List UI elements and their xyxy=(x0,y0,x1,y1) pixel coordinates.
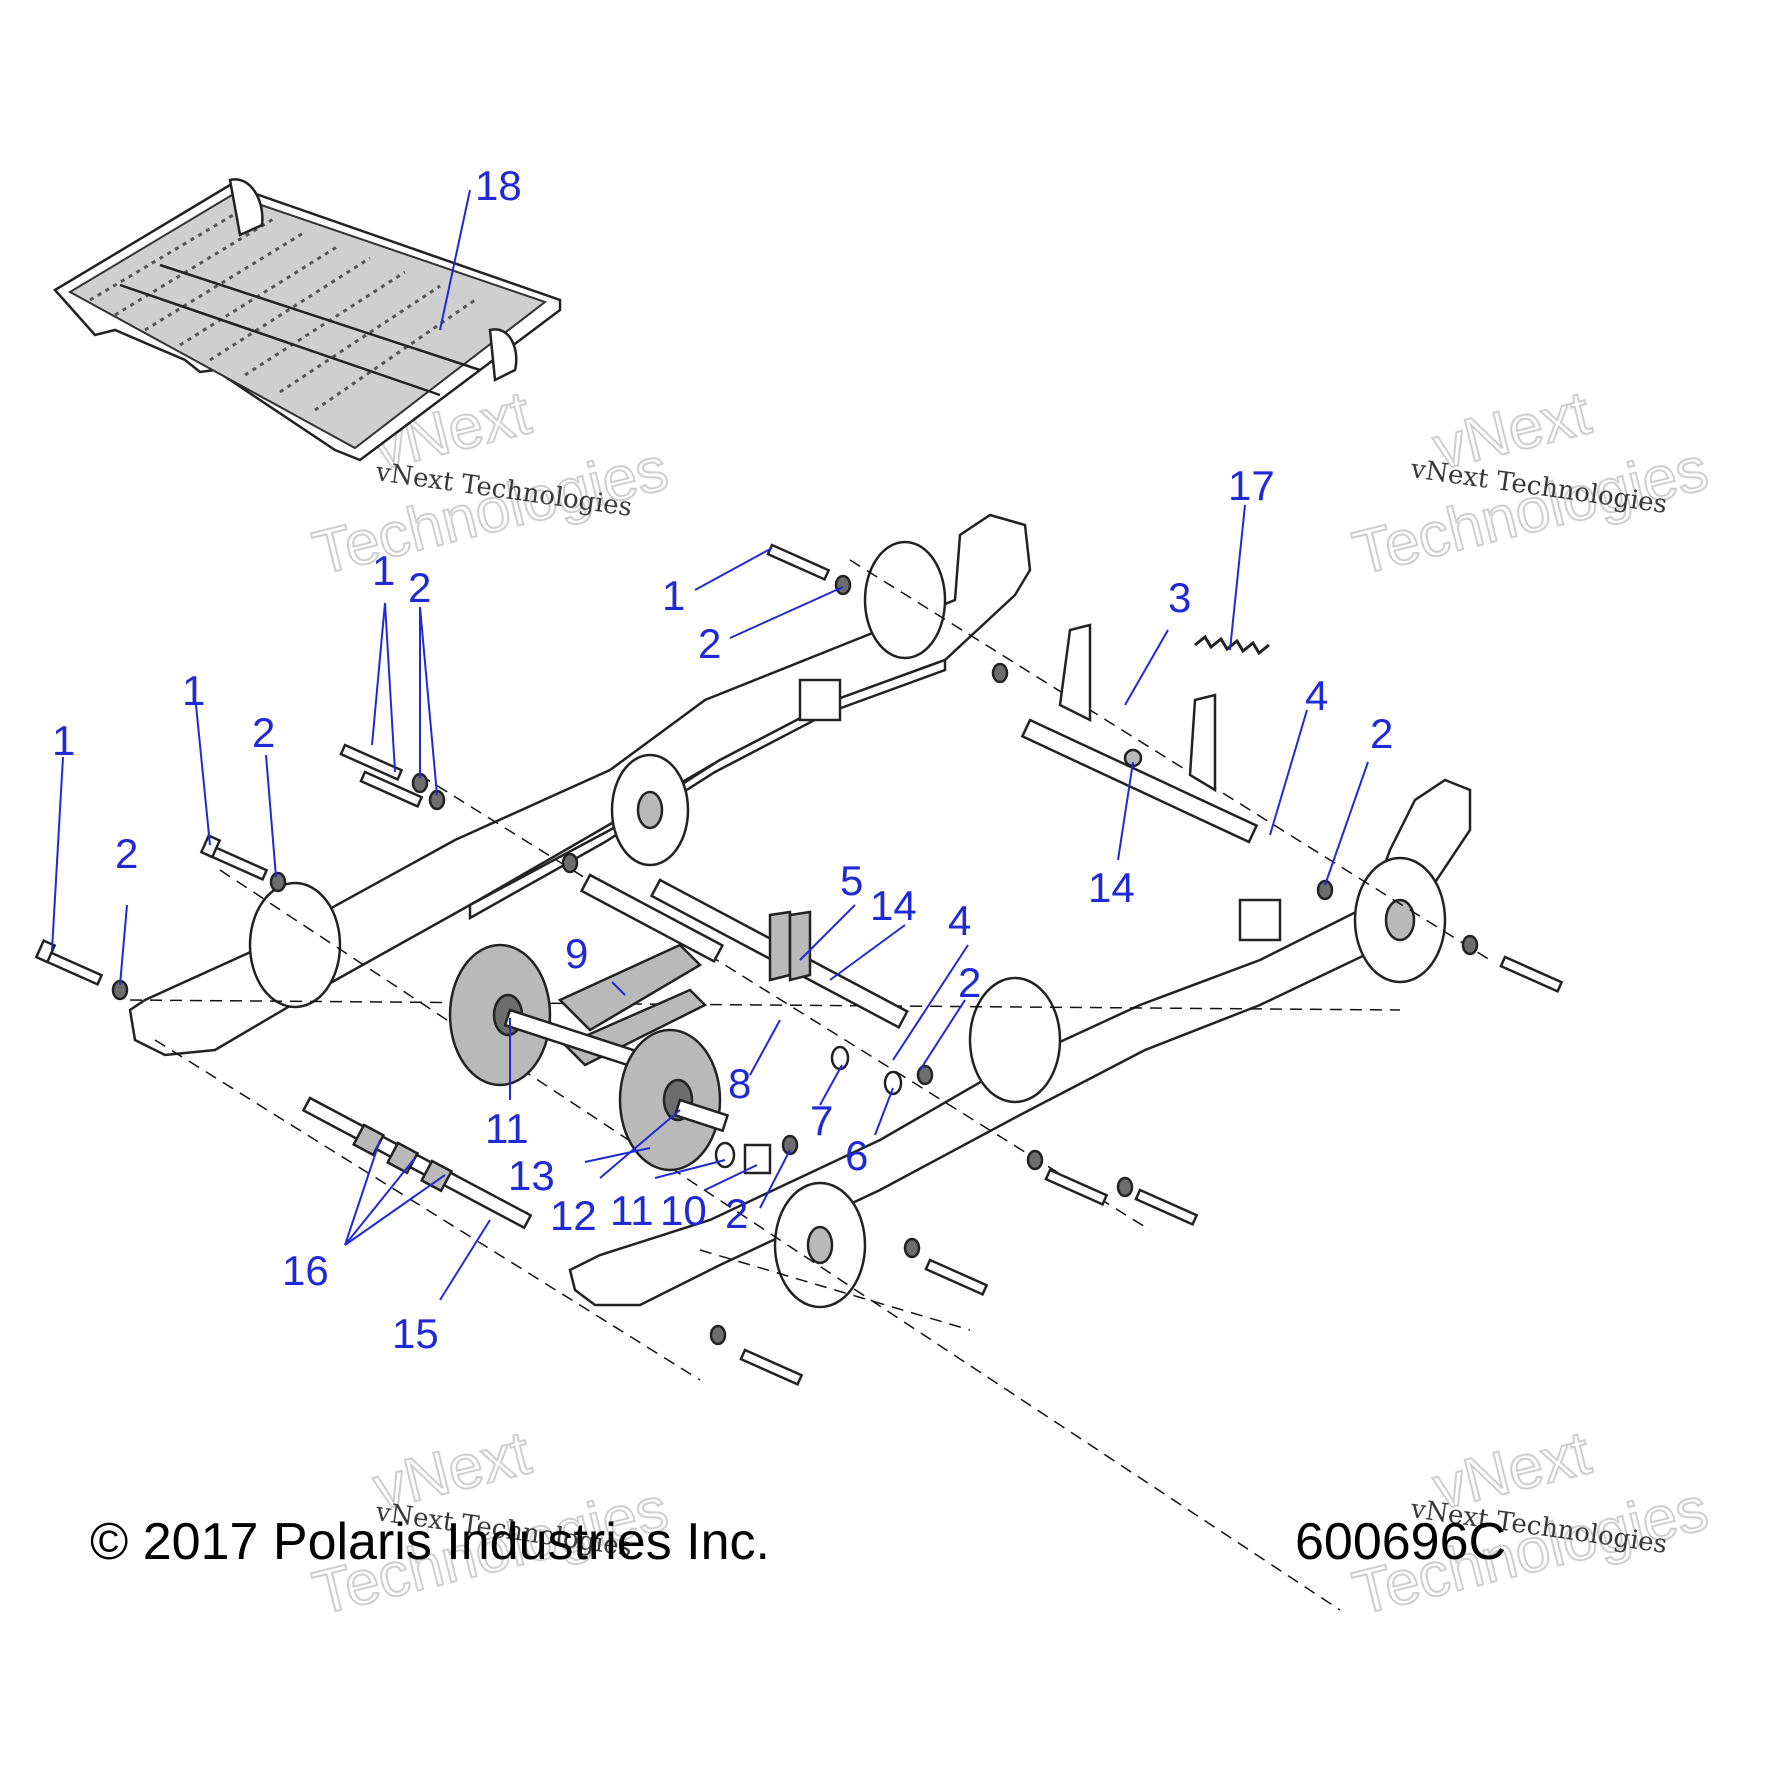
track-clip-illustration xyxy=(53,178,562,462)
washer xyxy=(781,1134,799,1156)
right-rail xyxy=(568,778,1472,1309)
washer xyxy=(903,1237,921,1259)
spring xyxy=(1194,634,1270,656)
callout-2-f: 2 xyxy=(958,959,981,1006)
callout-2-b: 2 xyxy=(252,709,275,756)
washer xyxy=(1461,934,1479,956)
cross-shaft xyxy=(301,1096,533,1230)
center-assembly xyxy=(448,873,909,1175)
washer xyxy=(916,1064,934,1086)
callout-2-c: 2 xyxy=(408,564,431,611)
callout-6: 6 xyxy=(845,1132,868,1179)
callout-18: 18 xyxy=(475,162,522,209)
left-rail xyxy=(128,513,1032,1057)
leader-lines xyxy=(51,189,1369,1301)
washer xyxy=(1316,879,1334,901)
callout-4-a: 4 xyxy=(1305,672,1328,719)
spacer xyxy=(883,1070,903,1096)
callout-15: 15 xyxy=(392,1310,439,1357)
bearing xyxy=(714,1141,736,1169)
callout-10: 10 xyxy=(660,1187,707,1234)
callout-11-a: 11 xyxy=(485,1105,529,1152)
callout-14-a: 14 xyxy=(1088,864,1135,911)
bolt xyxy=(739,1348,804,1387)
diagram-part-number: 600696C xyxy=(1295,1513,1507,1571)
callout-7: 7 xyxy=(810,1097,833,1144)
callout-1-a: 1 xyxy=(52,717,75,764)
callout-17: 17 xyxy=(1228,462,1275,509)
washer xyxy=(1026,1149,1044,1171)
callout-2-e: 2 xyxy=(1370,710,1393,757)
rear-torque-arm xyxy=(1020,623,1270,844)
washer xyxy=(834,574,852,596)
bolt xyxy=(339,743,424,809)
callout-4-b: 4 xyxy=(948,897,971,944)
copyright-notice: © 2017 Polaris Industries Inc. xyxy=(90,1513,770,1571)
bolt xyxy=(924,1258,989,1297)
washer xyxy=(1116,1176,1134,1198)
washer xyxy=(561,852,579,874)
callout-16: 16 xyxy=(282,1247,329,1294)
washer xyxy=(991,662,1009,684)
bolt xyxy=(1499,955,1564,994)
callout-8: 8 xyxy=(728,1060,751,1107)
callout-5: 5 xyxy=(840,857,863,904)
callout-3: 3 xyxy=(1168,574,1191,621)
washer xyxy=(830,1045,850,1071)
assembly-axes xyxy=(129,559,1491,1611)
callout-1-c: 1 xyxy=(372,547,395,594)
bolt xyxy=(34,939,104,987)
callout-9: 9 xyxy=(565,930,588,977)
washer xyxy=(269,871,287,893)
callout-2-g: 2 xyxy=(725,1190,748,1237)
callout-labels: 18 17 1 2 1 2 1 2 1 2 3 4 2 14 5 14 4 2 … xyxy=(52,162,1393,1357)
callout-13: 13 xyxy=(508,1152,555,1199)
bolt xyxy=(766,543,831,582)
callout-1-d: 1 xyxy=(662,572,685,619)
callout-2-d: 2 xyxy=(698,620,721,667)
callout-12: 12 xyxy=(550,1192,597,1239)
bolt xyxy=(199,834,269,882)
callout-1-b: 1 xyxy=(182,667,205,714)
washer xyxy=(709,1324,727,1346)
callout-2-a: 2 xyxy=(115,830,138,877)
callout-14-b: 14 xyxy=(870,882,917,929)
callout-11-b: 11 xyxy=(610,1187,654,1234)
bolt xyxy=(1044,1168,1199,1227)
